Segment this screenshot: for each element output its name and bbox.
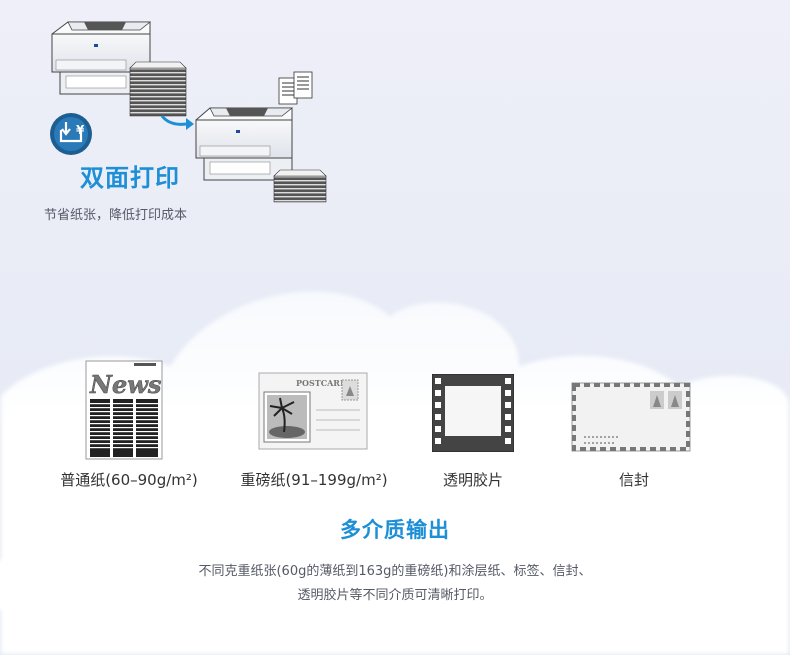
arrow-icon <box>160 115 187 126</box>
printer-small <box>195 107 294 181</box>
newspaper-icon: News <box>85 360 163 460</box>
duplex-subtitle: 节省纸张，降低打印成本 <box>44 208 188 223</box>
printer-large <box>51 21 152 95</box>
film-icon <box>432 374 514 452</box>
newspaper-art-text: News <box>89 370 162 399</box>
media-label-transparency: 透明胶片 <box>442 471 503 489</box>
paper-stack <box>273 169 327 203</box>
duplex-title: 双面打印 <box>80 164 180 192</box>
media-label-envelope: 信封 <box>618 471 649 489</box>
media-label-plain-paper: 普通纸(60–90g/m²) <box>60 471 198 489</box>
envelope-icon <box>571 382 691 452</box>
printed-pages-icon <box>278 71 313 105</box>
postcard-icon: POSTCARD <box>258 372 368 450</box>
media-description-line1: 不同克重纸张(60g的薄纸到163g的重磅纸)和涂层纸、标签、信封、 <box>198 564 592 579</box>
postcard-art-text: POSTCARD <box>296 378 347 388</box>
svg-text:¥: ¥ <box>76 123 85 137</box>
media-description-line2: 透明胶片等不同介质可清晰打印。 <box>297 588 493 603</box>
yen-save-icon: ¥ <box>50 113 92 155</box>
paper-stack <box>129 61 187 117</box>
duplex-illustration: ¥ <box>50 21 327 203</box>
media-section-title: 多介质输出 <box>340 518 450 542</box>
cloud-background <box>0 289 790 655</box>
media-label-heavy-paper: 重磅纸(91–199g/m²) <box>240 471 388 489</box>
